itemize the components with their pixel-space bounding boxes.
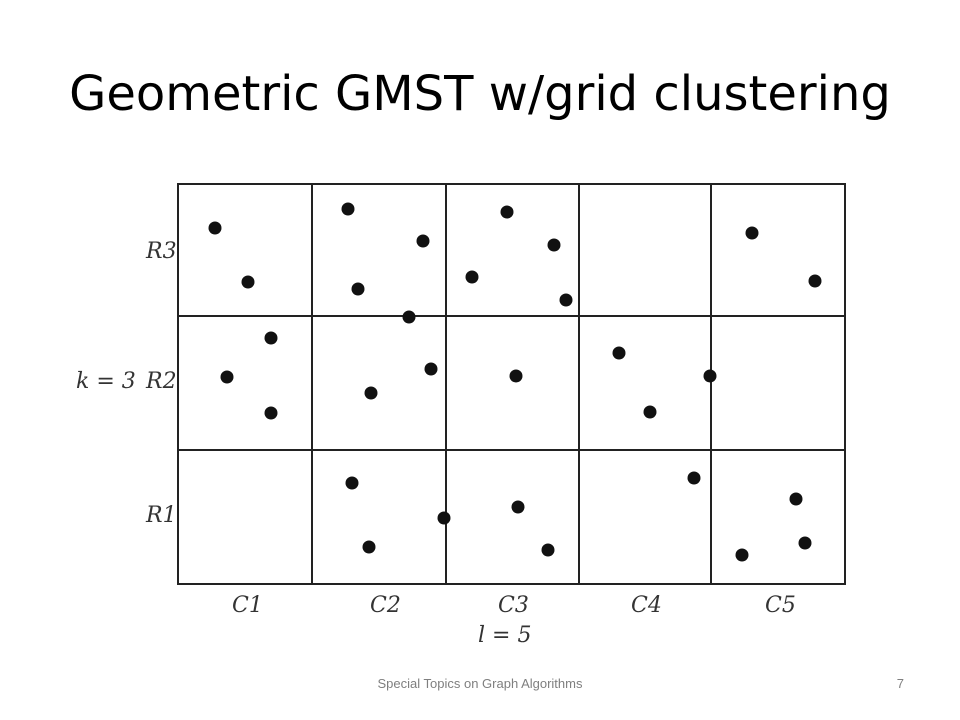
slide-footer: Special Topics on Graph Algorithms bbox=[377, 676, 583, 691]
point bbox=[364, 386, 378, 400]
column-label-c3: C3 bbox=[498, 593, 529, 618]
point bbox=[509, 369, 523, 383]
point bbox=[808, 274, 822, 288]
point bbox=[687, 471, 701, 485]
row-label-r2: R2 bbox=[145, 369, 177, 394]
point bbox=[345, 476, 359, 490]
point bbox=[547, 238, 561, 252]
slide-title: Geometric GMST w/grid clustering bbox=[69, 66, 891, 122]
point bbox=[362, 540, 376, 554]
point bbox=[220, 370, 234, 384]
row-count-label: k = 3 bbox=[76, 369, 136, 394]
point bbox=[735, 548, 749, 562]
page-number: 7 bbox=[896, 676, 904, 691]
point bbox=[541, 543, 555, 557]
point bbox=[798, 536, 812, 550]
grid-border bbox=[177, 183, 846, 585]
point bbox=[402, 310, 416, 324]
point bbox=[511, 500, 525, 514]
row-label-r3: R3 bbox=[145, 239, 177, 264]
point bbox=[745, 226, 759, 240]
point bbox=[465, 270, 479, 284]
point bbox=[208, 221, 222, 235]
point bbox=[341, 202, 355, 216]
point bbox=[264, 406, 278, 420]
column-label-c2: C2 bbox=[370, 593, 401, 618]
column-label-c1: C1 bbox=[232, 593, 263, 618]
point bbox=[264, 331, 278, 345]
point bbox=[559, 293, 573, 307]
point bbox=[241, 275, 255, 289]
points bbox=[208, 202, 822, 562]
point bbox=[789, 492, 803, 506]
column-label-c5: C5 bbox=[765, 593, 796, 618]
point bbox=[612, 346, 626, 360]
row-label-r1: R1 bbox=[145, 503, 177, 528]
point bbox=[424, 362, 438, 376]
column-count-label: l = 5 bbox=[478, 623, 531, 648]
grid-lines bbox=[177, 183, 846, 585]
point bbox=[643, 405, 657, 419]
point bbox=[703, 369, 717, 383]
point bbox=[437, 511, 451, 525]
point bbox=[416, 234, 430, 248]
point bbox=[351, 282, 365, 296]
column-label-c4: C4 bbox=[631, 593, 662, 618]
point bbox=[500, 205, 514, 219]
